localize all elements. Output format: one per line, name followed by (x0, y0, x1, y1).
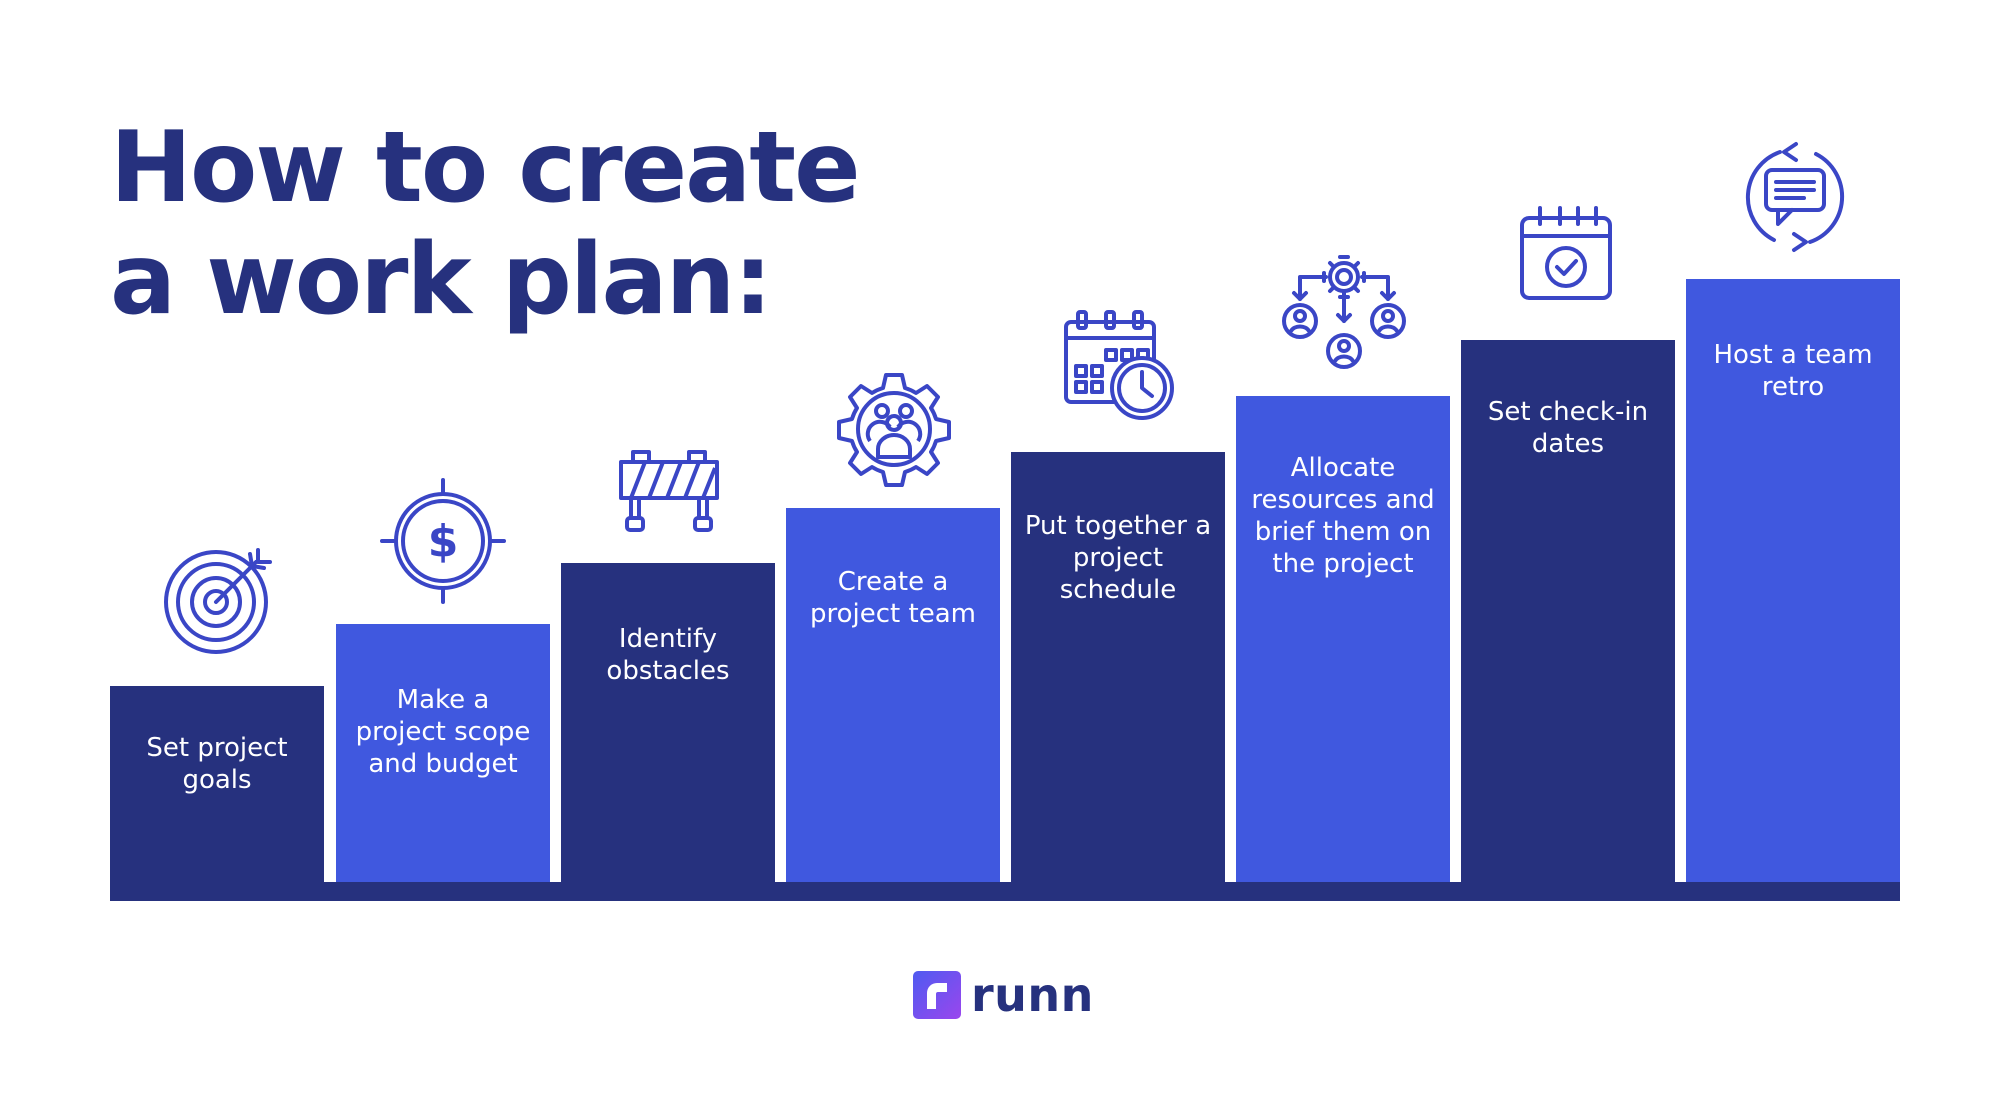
step-label: Create a project team (810, 567, 976, 629)
step-label: Host a team retro (1713, 340, 1873, 402)
step-label: Set project goals (146, 733, 288, 795)
step-label: Make a project scope and budget (355, 685, 531, 779)
dollar-crosshair-icon: $ (380, 478, 506, 604)
step-check-in-dates: Set check-in dates (1461, 340, 1675, 882)
step-identify-obstacles: Identify obstacles (561, 563, 775, 882)
step-label: Set check-in dates (1487, 397, 1649, 459)
runn-logo-icon (913, 971, 961, 1019)
page-title: How to create a work plan: (110, 111, 861, 337)
step-label: Allocate resources and brief them on the… (1251, 453, 1435, 579)
step-label: Put together a project schedule (1024, 511, 1212, 605)
runn-brand: runn (913, 969, 1094, 1021)
team-gear-icon (836, 371, 952, 487)
step-scope-and-budget: Make a project scope and budget (336, 624, 550, 882)
svg-text:$: $ (428, 516, 459, 567)
calendar-check-icon (1516, 204, 1616, 304)
step-set-project-goals: Set project goals (110, 686, 324, 882)
step-project-schedule: Put together a project schedule (1011, 452, 1225, 882)
step-allocate-resources: Allocate resources and brief them on the… (1236, 396, 1450, 882)
roadblock-barrier-icon (617, 448, 721, 536)
staircase-baseline (110, 882, 1900, 901)
title-line-1: How to create (110, 111, 861, 225)
resource-allocation-icon (1282, 251, 1406, 373)
target-icon (158, 540, 278, 660)
calendar-clock-icon (1062, 308, 1178, 424)
brand-name: runn (971, 968, 1094, 1022)
step-create-project-team: Create a project team (786, 508, 1000, 882)
step-team-retro: Host a team retro (1686, 279, 1900, 882)
step-label: Identify obstacles (606, 624, 730, 686)
chat-cycle-icon (1740, 138, 1850, 256)
title-line-2: a work plan: (110, 223, 773, 337)
